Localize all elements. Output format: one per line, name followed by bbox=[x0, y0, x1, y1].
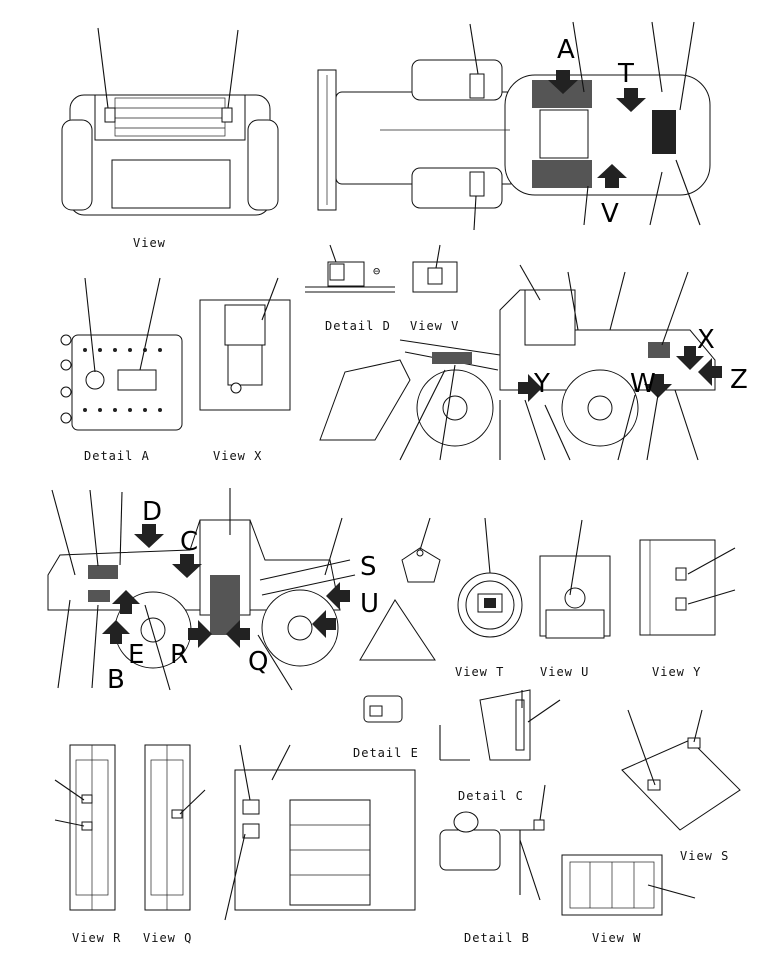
detail-c-drawing: Detail C bbox=[439, 689, 561, 803]
marker-y: Y bbox=[533, 369, 550, 399]
detail-a-drawing: Detail A bbox=[60, 277, 183, 463]
marker-u: U bbox=[360, 589, 379, 619]
detail-e-label: Detail E bbox=[353, 746, 419, 760]
view-u-drawing: View U bbox=[539, 519, 611, 679]
detail-e-drawing: Detail E bbox=[353, 695, 419, 760]
top-view-drawing: A T V bbox=[317, 21, 711, 231]
marker-s: S bbox=[360, 552, 377, 582]
view-s-drawing: View S bbox=[621, 709, 741, 863]
view-r-label: View R bbox=[72, 931, 121, 945]
view-w-drawing: View W bbox=[561, 854, 696, 945]
marker-z: Z bbox=[730, 365, 748, 395]
detail-c-label: Detail C bbox=[458, 789, 524, 803]
view-s-label: View S bbox=[680, 849, 729, 863]
tag-drawing bbox=[401, 517, 441, 583]
front-view-drawing: View bbox=[61, 27, 279, 250]
detail-d-drawing: ⊖ Detail D bbox=[305, 244, 395, 333]
marker-v: V bbox=[601, 199, 619, 229]
view-q-drawing: View Q bbox=[143, 744, 206, 945]
view-t-drawing: View T bbox=[455, 517, 523, 679]
side-view-right-drawing: X Z Y W bbox=[319, 264, 748, 461]
side-view-left-drawing: D C S U B E R Q bbox=[47, 488, 436, 695]
marker-d: D bbox=[142, 497, 162, 527]
view-u-label: View U bbox=[540, 665, 589, 679]
rear-frame-drawing bbox=[224, 744, 416, 921]
detail-a-label: Detail A bbox=[84, 449, 150, 463]
detail-d-label: Detail D bbox=[325, 319, 391, 333]
marker-c: C bbox=[180, 527, 198, 557]
view-x-label: View X bbox=[213, 449, 262, 463]
view-v-drawing: View V bbox=[410, 244, 459, 333]
view-y-drawing: View Y bbox=[639, 539, 736, 679]
view-front-label: View bbox=[133, 236, 166, 250]
detail-b-label: Detail B bbox=[464, 931, 530, 945]
marker-q: Q bbox=[248, 647, 268, 677]
view-v-label: View V bbox=[410, 319, 459, 333]
marker-t: T bbox=[617, 59, 634, 89]
marker-e: E bbox=[128, 640, 144, 670]
view-y-label: View Y bbox=[652, 665, 701, 679]
marker-r: R bbox=[170, 640, 188, 670]
marker-a: A bbox=[557, 35, 575, 65]
detail-b-drawing: Detail B bbox=[439, 784, 546, 945]
marker-x: X bbox=[697, 325, 715, 355]
view-t-label: View T bbox=[455, 665, 504, 679]
view-q-label: View Q bbox=[143, 931, 192, 945]
minus-symbol: ⊖ bbox=[373, 264, 381, 278]
marker-w: W bbox=[630, 369, 656, 399]
view-r-drawing: View R bbox=[54, 744, 121, 945]
view-x-drawing: View X bbox=[199, 277, 291, 463]
marker-b: B bbox=[107, 665, 125, 695]
view-w-label: View W bbox=[592, 931, 641, 945]
